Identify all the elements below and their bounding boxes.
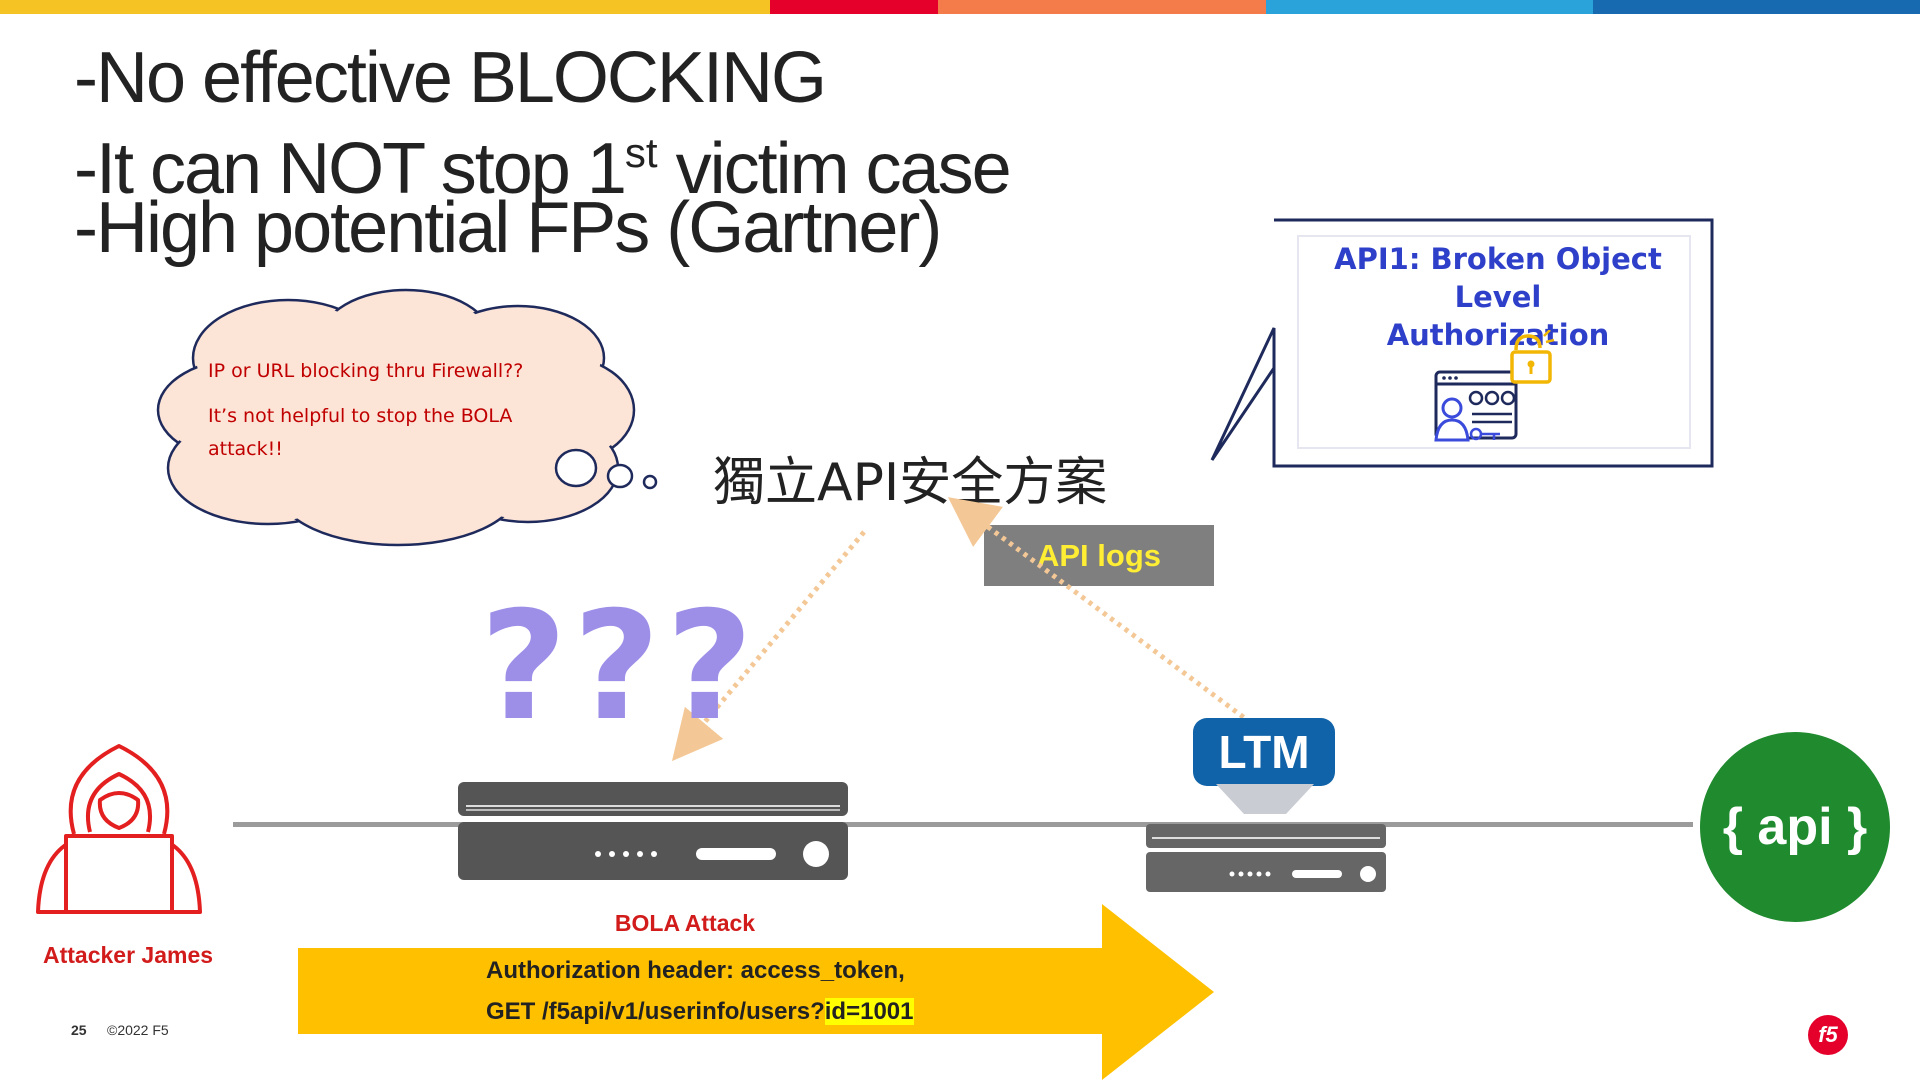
callout-title-line-1: API1: Broken Object Level — [1334, 242, 1662, 314]
callout-box — [1210, 218, 1714, 468]
attack-arrow — [298, 904, 1214, 1080]
band-dark-blue — [1593, 0, 1920, 14]
band-orange — [938, 0, 1266, 14]
cloud-line-3: attack!! — [208, 438, 283, 460]
cloud-line-2: It’s not helpful to stop the BOLA — [208, 405, 513, 427]
unknown-question-marks: ??? — [480, 580, 760, 754]
title-line-2-pre: -It can NOT stop 1 — [74, 129, 627, 209]
title-line-3: -High potential FPs (Gartner) — [74, 188, 942, 268]
callout-title-line-2: Authorization — [1386, 318, 1610, 352]
bola-line-2-id: id=1001 — [824, 998, 914, 1025]
firewall-appliance-icon — [458, 782, 848, 880]
api-logs-label: API logs — [984, 525, 1214, 586]
solution-label: 獨立API安全方案 — [713, 453, 1108, 513]
title-line-1: -No effective BLOCKING — [74, 38, 827, 118]
title-line-2-sup: st — [624, 129, 658, 176]
copyright: ©2022 F5 — [107, 1022, 169, 1038]
band-red — [770, 0, 938, 14]
bola-attack-title: BOLA Attack — [614, 910, 756, 936]
thought-cloud-icon — [156, 288, 658, 547]
attacker-label: Attacker James — [42, 942, 214, 968]
ltm-label: LTM — [1193, 718, 1335, 786]
f5-logo-icon: f5 — [1808, 1015, 1848, 1055]
title-line-2: -It can NOT stop 1st victim case — [74, 113, 1012, 209]
bola-line-1: Authorization header: access_token, — [486, 957, 905, 984]
ltm-pointer — [1216, 784, 1314, 814]
page-number: 25 — [71, 1022, 87, 1038]
bola-line-2-request: GET /f5api/v1/userinfo/users? — [486, 998, 825, 1025]
title-line-2-post: victim case — [657, 129, 1012, 209]
callout-title: API1: Broken Object Level Authorization — [1296, 240, 1700, 354]
network-line — [233, 822, 1693, 827]
ltm-appliance-icon — [1146, 824, 1386, 892]
cloud-line-1: IP or URL blocking thru Firewall?? — [208, 360, 524, 382]
band-yellow — [0, 0, 770, 14]
broken-authorization-icon — [1434, 330, 1555, 442]
hacker-icon — [36, 744, 202, 914]
bola-line-2: GET /f5api/v1/userinfo/users?id=1001 — [486, 998, 914, 1026]
top-color-band — [0, 0, 1920, 14]
band-light-blue — [1266, 0, 1593, 14]
api-endpoint-icon: { api } — [1700, 732, 1890, 922]
